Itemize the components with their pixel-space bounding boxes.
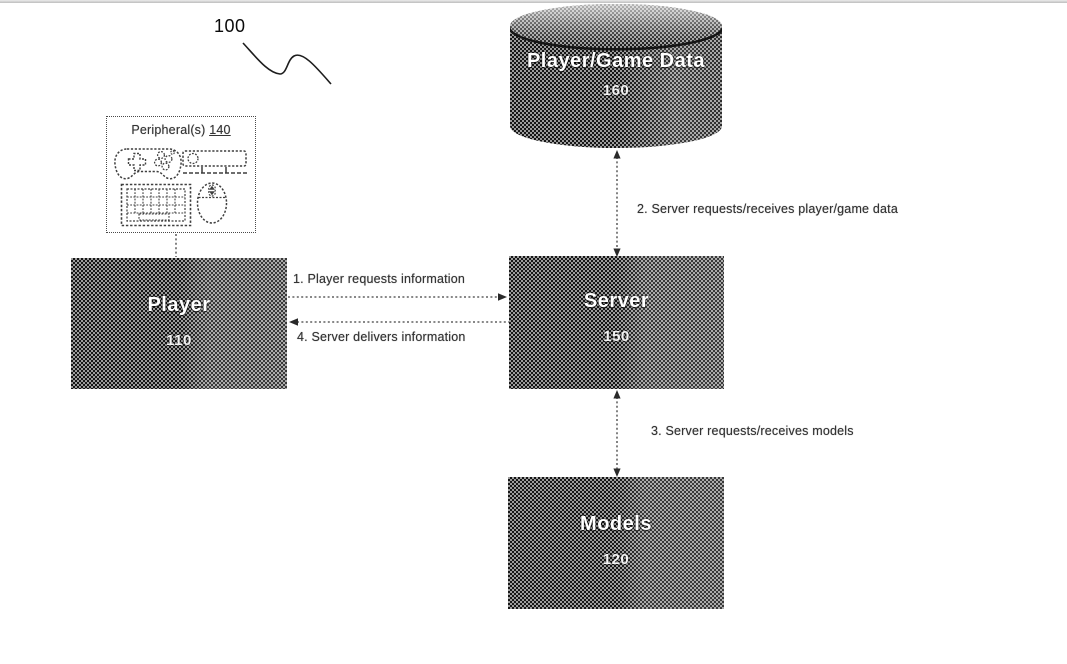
player-game-data-label: Player/Game Data	[526, 50, 706, 72]
player-game-data-node-text: Player/Game Data 160	[510, 2, 722, 150]
player-node: Player 110	[71, 258, 287, 389]
edge-2-arrowhead-up	[613, 150, 621, 159]
reference-leader-squiggle	[242, 42, 332, 85]
edge-3-arrowhead-up	[613, 390, 621, 399]
models-node-label: Models	[580, 513, 652, 535]
mouse-icon	[195, 181, 229, 230]
edge-label-server-models: 3. Server requests/receives models	[651, 424, 854, 438]
database-cylinder-shape	[507, 4, 725, 148]
server-node-label: Server	[583, 290, 650, 312]
peripherals-title: Peripheral(s) 140	[107, 123, 255, 137]
edge-1-arrowhead	[498, 293, 507, 301]
player-game-data-number: 160	[602, 82, 630, 99]
player-game-data-node	[507, 2, 725, 150]
peripherals-box: Peripheral(s) 140	[106, 116, 256, 233]
player-node-number: 110	[166, 332, 192, 349]
gamepad-icon	[112, 144, 184, 189]
sensor-bar-icon	[181, 148, 249, 183]
peripherals-reference-number: 140	[209, 123, 231, 137]
figure-reference-number: 100	[214, 16, 246, 36]
server-node-number: 150	[603, 328, 630, 345]
models-node: Models 120	[508, 477, 724, 609]
edge-label-player-requests: 1. Player requests information	[293, 272, 466, 286]
edge-label-server-data: 2. Server requests/receives player/game …	[637, 202, 899, 216]
window-top-border	[0, 0, 1067, 3]
player-node-label: Player	[147, 294, 211, 316]
models-node-number: 120	[602, 551, 630, 568]
edge-4-arrowhead	[289, 318, 298, 326]
edge-label-server-delivers: 4. Server delivers information	[297, 330, 466, 344]
keyboard-icon	[120, 183, 192, 232]
edge-3-arrowhead-down	[613, 468, 621, 477]
server-node: Server 150	[509, 256, 724, 389]
peripherals-title-text: Peripheral(s)	[131, 123, 206, 137]
